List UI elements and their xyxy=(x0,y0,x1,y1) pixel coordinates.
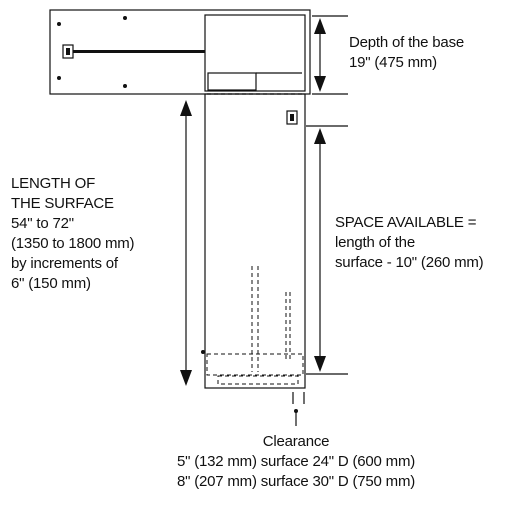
depth-label-line-2: 19" (475 mm) xyxy=(349,54,437,71)
clearance-dimension xyxy=(292,392,305,426)
clearance-label-line-1: Clearance xyxy=(262,433,330,450)
depth-arrow-down xyxy=(314,76,326,92)
depth-label: Depth of the base 19" (475 mm) xyxy=(349,33,464,73)
screw-dot xyxy=(123,16,127,20)
space-label-line-2: length of the xyxy=(335,234,415,251)
edge-dot xyxy=(201,350,205,354)
screw-dot xyxy=(57,22,61,26)
cable-line xyxy=(72,50,205,53)
base-outline xyxy=(49,9,311,95)
length-label-line-6: 6" (150 mm) xyxy=(11,275,91,292)
depth-arrow-up xyxy=(314,18,326,34)
clearance-label-line-3: 8" (207 mm) surface 30" D (750 mm) xyxy=(176,473,416,490)
length-label-line-3: 54" to 72" xyxy=(11,215,74,232)
leg-dashed-outline xyxy=(206,266,304,385)
space-available-label: SPACE AVAILABLE = length of the surface … xyxy=(335,213,484,273)
length-label: LENGTH OF THE SURFACE 54" to 72" (1350 t… xyxy=(11,174,135,294)
outlet-icon xyxy=(286,110,298,125)
clearance-label: Clearance 5" (132 mm) surface 24" D (600… xyxy=(148,432,444,492)
clearance-dot xyxy=(294,409,298,413)
depth-dimension xyxy=(312,15,348,95)
screw-dot xyxy=(57,76,61,80)
base-drawer xyxy=(207,72,257,91)
base-cabinet xyxy=(204,14,306,92)
length-label-line-2: THE SURFACE xyxy=(11,195,114,212)
length-label-line-4: (1350 to 1800 mm) xyxy=(11,235,135,252)
length-label-line-5: by increments of xyxy=(11,255,118,272)
clearance-label-line-2: 5" (132 mm) surface 24" D (600 mm) xyxy=(176,453,416,470)
depth-label-line-1: Depth of the base xyxy=(349,34,465,51)
space-label-line-1: SPACE AVAILABLE = xyxy=(335,214,477,231)
outlet-icon xyxy=(62,44,74,59)
length-label-line-1: LENGTH OF xyxy=(11,175,96,192)
length-arrow-up xyxy=(180,100,192,116)
length-arrow-down xyxy=(180,370,192,386)
space-label-line-3: surface - 10" (260 mm) xyxy=(335,254,484,271)
space-dimension xyxy=(306,125,348,375)
space-arrow-down xyxy=(314,356,326,372)
screw-dot xyxy=(123,84,127,88)
surface-outline xyxy=(204,93,306,389)
space-arrow-up xyxy=(314,128,326,144)
